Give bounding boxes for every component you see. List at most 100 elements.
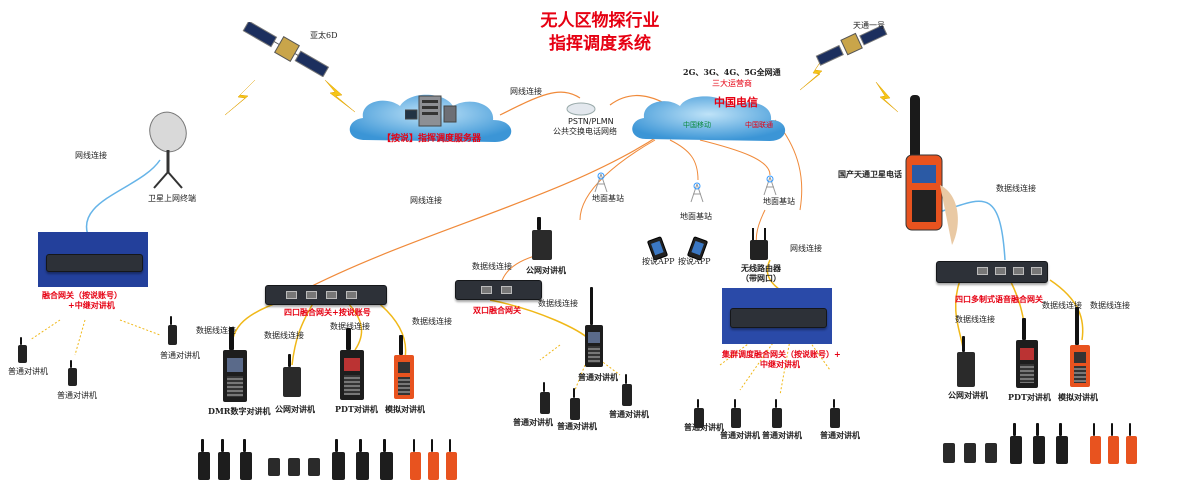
fusion-relay-label: +中继对讲机 bbox=[68, 300, 115, 310]
pdt-radio-label: PDT对讲机 bbox=[335, 404, 378, 414]
common-radio-label: 普通对讲机 bbox=[557, 421, 597, 431]
common-radio-label: 普通对讲机 bbox=[160, 351, 200, 360]
pdt-radio-label: PDT对讲机 bbox=[1008, 392, 1051, 402]
satellite-icon bbox=[815, 20, 890, 70]
data-conn-label: 数据线连接 bbox=[264, 331, 304, 340]
common-radio-label: 普通对讲机 bbox=[609, 409, 649, 419]
base-station-label: 地面基站 bbox=[592, 194, 624, 203]
walkie-talkie-icon bbox=[446, 439, 457, 480]
walkie-talkie-icon bbox=[380, 439, 393, 480]
dmr-radio-label: DMR数字对讲机 bbox=[208, 406, 271, 416]
data-conn-label: 数据线连接 bbox=[955, 315, 995, 324]
pstn-desc: 公共交换电话网络 bbox=[553, 127, 617, 136]
walkie-talkie-icon bbox=[68, 359, 77, 386]
server-icon bbox=[404, 92, 457, 132]
multi-gateway-label: 四口多制式语音融合网关 bbox=[955, 294, 1043, 304]
gateway-icon bbox=[730, 308, 827, 328]
common-radio-label: 普通对讲机 bbox=[57, 391, 97, 400]
common-radio-label: 普通对讲机 bbox=[820, 430, 860, 440]
base-station-label: 地面基站 bbox=[763, 197, 795, 206]
walkie-talkie-icon bbox=[198, 439, 210, 480]
common-radio-label: 普通对讲机 bbox=[720, 430, 760, 440]
public-radio-label: 公网对讲机 bbox=[275, 404, 315, 414]
cell-tower-icon bbox=[589, 172, 613, 194]
walkie-talkie-icon bbox=[240, 439, 252, 480]
walkie-talkie-icon bbox=[218, 439, 230, 480]
gateway-icon bbox=[455, 280, 542, 300]
walkie-talkie-icon bbox=[694, 399, 704, 428]
data-conn-label: 数据线连接 bbox=[538, 299, 578, 308]
satellite-dish-icon bbox=[140, 110, 195, 190]
carrier-operators: 三大运营商 bbox=[712, 79, 752, 88]
dual-port-gateway-label: 双口融合网关 bbox=[473, 305, 521, 315]
walkie-talkie-icon bbox=[356, 439, 369, 480]
data-conn-label: 数据线连接 bbox=[1042, 301, 1082, 310]
walkie-talkie-icon bbox=[540, 382, 550, 414]
four-port-gateway-label: 四口融合网关+按说账号 bbox=[284, 307, 371, 317]
logo-unicom: 中国联通 bbox=[745, 121, 773, 129]
walkie-talkie-icon bbox=[18, 336, 27, 363]
public-radio-label: 公网对讲机 bbox=[526, 265, 566, 275]
walkie-talkie-icon bbox=[622, 374, 632, 406]
walkie-talkie-icon bbox=[943, 443, 955, 463]
satellite-icon bbox=[240, 20, 335, 78]
tiantong-phone-label: 国产天通卫星电话 bbox=[838, 169, 902, 179]
cell-tower-icon bbox=[685, 182, 709, 204]
fusion-gateway-photo bbox=[38, 232, 148, 287]
cloud-icon bbox=[628, 92, 790, 147]
title-line1: 无人区物探行业 bbox=[540, 11, 660, 31]
walkie-talkie-icon bbox=[957, 336, 975, 387]
walkie-talkie-icon bbox=[1126, 423, 1137, 464]
walkie-talkie-icon bbox=[731, 399, 741, 428]
analog-radio-label: 模拟对讲机 bbox=[385, 404, 425, 414]
common-radio-label: 普通对讲机 bbox=[8, 367, 48, 376]
sat-terminal-label: 卫星上网终端 bbox=[148, 194, 196, 203]
carrier-networks: 2G、3G、4G、5G全网通 bbox=[683, 67, 781, 77]
walkie-talkie-icon bbox=[532, 216, 552, 260]
satellite-label-right: 天通一号 bbox=[853, 21, 885, 30]
base-station-label: 地面基站 bbox=[680, 212, 712, 221]
walkie-talkie-icon bbox=[1016, 318, 1038, 388]
sat-phone-icon bbox=[900, 95, 962, 245]
walkie-talkie-icon bbox=[1033, 423, 1045, 464]
satellite-label-left: 亚太6D bbox=[310, 31, 338, 40]
net-conn-label: 网线连接 bbox=[410, 196, 442, 205]
fusion-gateway-label: 融合网关（按说账号） bbox=[42, 290, 122, 300]
net-conn-label: 网线连接 bbox=[510, 87, 542, 96]
net-conn-label: 网线连接 bbox=[75, 151, 107, 160]
cloud-icon bbox=[566, 100, 596, 116]
walkie-talkie-icon bbox=[772, 399, 782, 428]
walkie-talkie-icon bbox=[1056, 423, 1068, 464]
walkie-talkie-icon bbox=[1070, 307, 1090, 387]
walkie-talkie-icon bbox=[964, 443, 976, 463]
walkie-talkie-icon bbox=[1108, 423, 1119, 464]
title-line2: 指挥调度系统 bbox=[549, 34, 651, 54]
cluster-gateway-label: 集群调度融合网关（按说账号）+ bbox=[722, 349, 841, 359]
walkie-talkie-icon bbox=[570, 388, 580, 420]
walkie-talkie-icon bbox=[223, 326, 247, 402]
data-conn-label: 数据线连接 bbox=[472, 262, 512, 271]
gateway-icon bbox=[265, 285, 387, 305]
public-radio-label: 公网对讲机 bbox=[948, 390, 988, 400]
logo-telecom: 中国电信 bbox=[714, 96, 758, 109]
walkie-talkie-icon bbox=[288, 458, 300, 476]
walkie-talkie-icon bbox=[308, 458, 320, 476]
wireless-router-label: 无线路由器 bbox=[741, 263, 781, 273]
walkie-talkie-icon bbox=[283, 353, 301, 397]
logo-mobile: 中国移动 bbox=[683, 121, 711, 129]
router-icon bbox=[748, 228, 770, 260]
common-radio-label: 普通对讲机 bbox=[513, 417, 553, 427]
gateway-icon bbox=[936, 261, 1048, 283]
data-conn-label: 数据线连接 bbox=[996, 184, 1036, 193]
pstn-name: PSTN/PLMN bbox=[568, 117, 614, 126]
data-conn-label: 数据线连接 bbox=[330, 322, 370, 331]
common-radio-label: 普通对讲机 bbox=[578, 372, 618, 382]
walkie-talkie-icon bbox=[340, 327, 364, 400]
walkie-talkie-icon bbox=[1010, 423, 1022, 464]
walkie-talkie-icon bbox=[1090, 423, 1101, 464]
walkie-talkie-icon bbox=[394, 335, 414, 399]
walkie-talkie-icon bbox=[428, 439, 439, 480]
walkie-talkie-icon bbox=[585, 287, 603, 367]
walkie-talkie-icon bbox=[332, 439, 345, 480]
cluster-gateway-photo bbox=[722, 288, 832, 344]
